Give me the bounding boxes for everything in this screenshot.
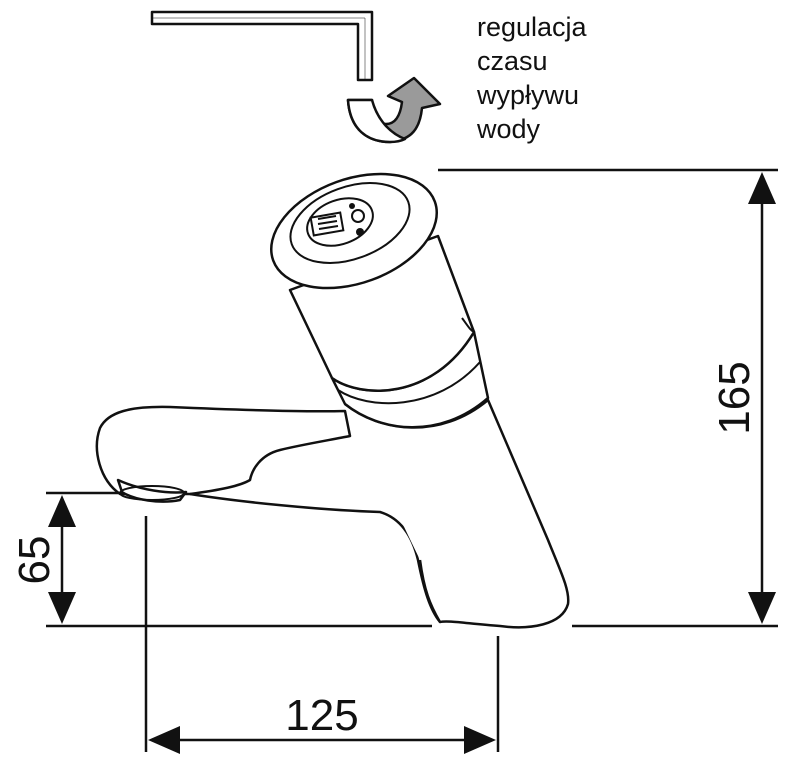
dimension-label-spout-height: 65 [10, 536, 59, 585]
annotation-line-1: regulacja [477, 12, 588, 42]
dimension-label-spout-reach: 125 [285, 691, 358, 740]
annotation-line-4: wody [476, 114, 541, 144]
hex-key-icon [150, 10, 374, 82]
annotation-line-2: czasu [477, 46, 548, 76]
timer-screw-icon [309, 203, 365, 237]
rotation-arrow-icon [346, 76, 442, 144]
faucet-body [95, 172, 570, 629]
adjustment-annotation: regulacja czasu wypływu wody [476, 12, 588, 144]
dimension-label-height-total: 165 [710, 361, 759, 434]
annotation-line-3: wypływu [476, 80, 579, 110]
dimension-lines [46, 168, 778, 754]
